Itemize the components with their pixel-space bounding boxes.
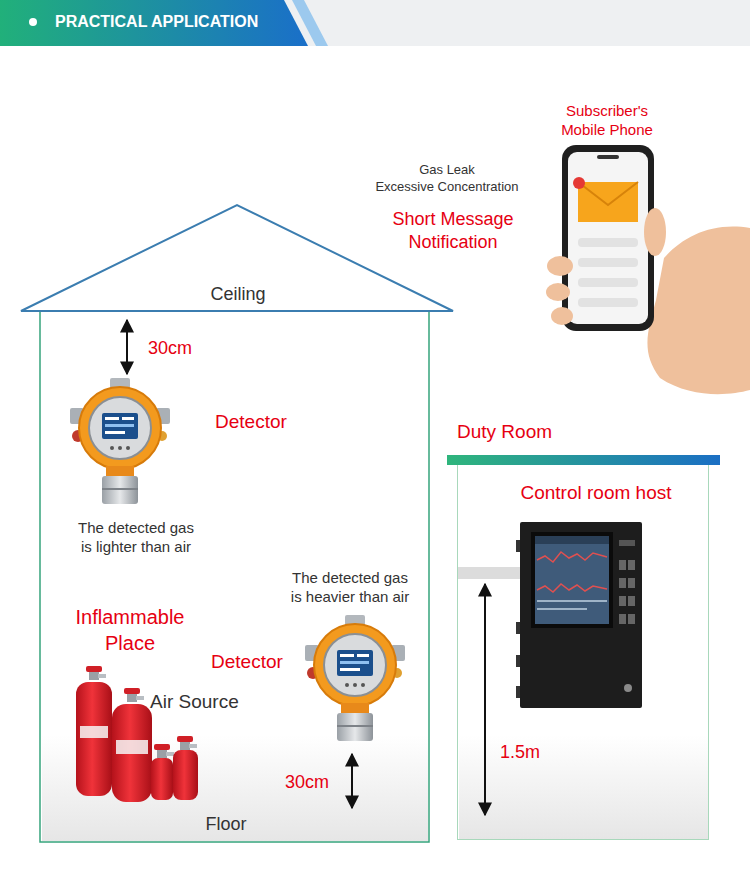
floor-label: Floor [205, 813, 246, 836]
source-label: Air Source [150, 690, 239, 714]
alarm-note: Gas Leak [419, 162, 475, 178]
room-heading: Duty Room [457, 420, 552, 444]
detector-label: Detector [211, 650, 283, 674]
notice-label: Short Message Notification [373, 208, 533, 255]
duty-room-box: Duty RoomControl room host [447, 414, 720, 842]
room-frame [457, 465, 709, 840]
alarm-note: Excessive Concentration [375, 179, 518, 195]
phone-label: Subscriber's Mobile Phone [551, 102, 663, 140]
mobile-phone: Subscriber's Mobile Phone [545, 95, 675, 335]
gas-note: The detected gas is lighter than air [74, 519, 198, 557]
page-title: PRACTICAL APPLICATION [55, 12, 258, 32]
roof-line [21, 205, 453, 311]
detector-label: Detector [215, 410, 287, 434]
gas-note: The detected gas is heavier than air [288, 569, 412, 607]
dimension-label: 30cm [285, 771, 329, 794]
dimension-label: 30cm [148, 337, 192, 360]
dimension-label: 1.5m [500, 741, 540, 764]
room-bar [447, 455, 720, 465]
place-label: Inflammable Place [60, 604, 200, 656]
wall-line [40, 312, 429, 842]
ceiling-label: Ceiling [210, 283, 265, 306]
host-label: Control room host [520, 481, 671, 505]
